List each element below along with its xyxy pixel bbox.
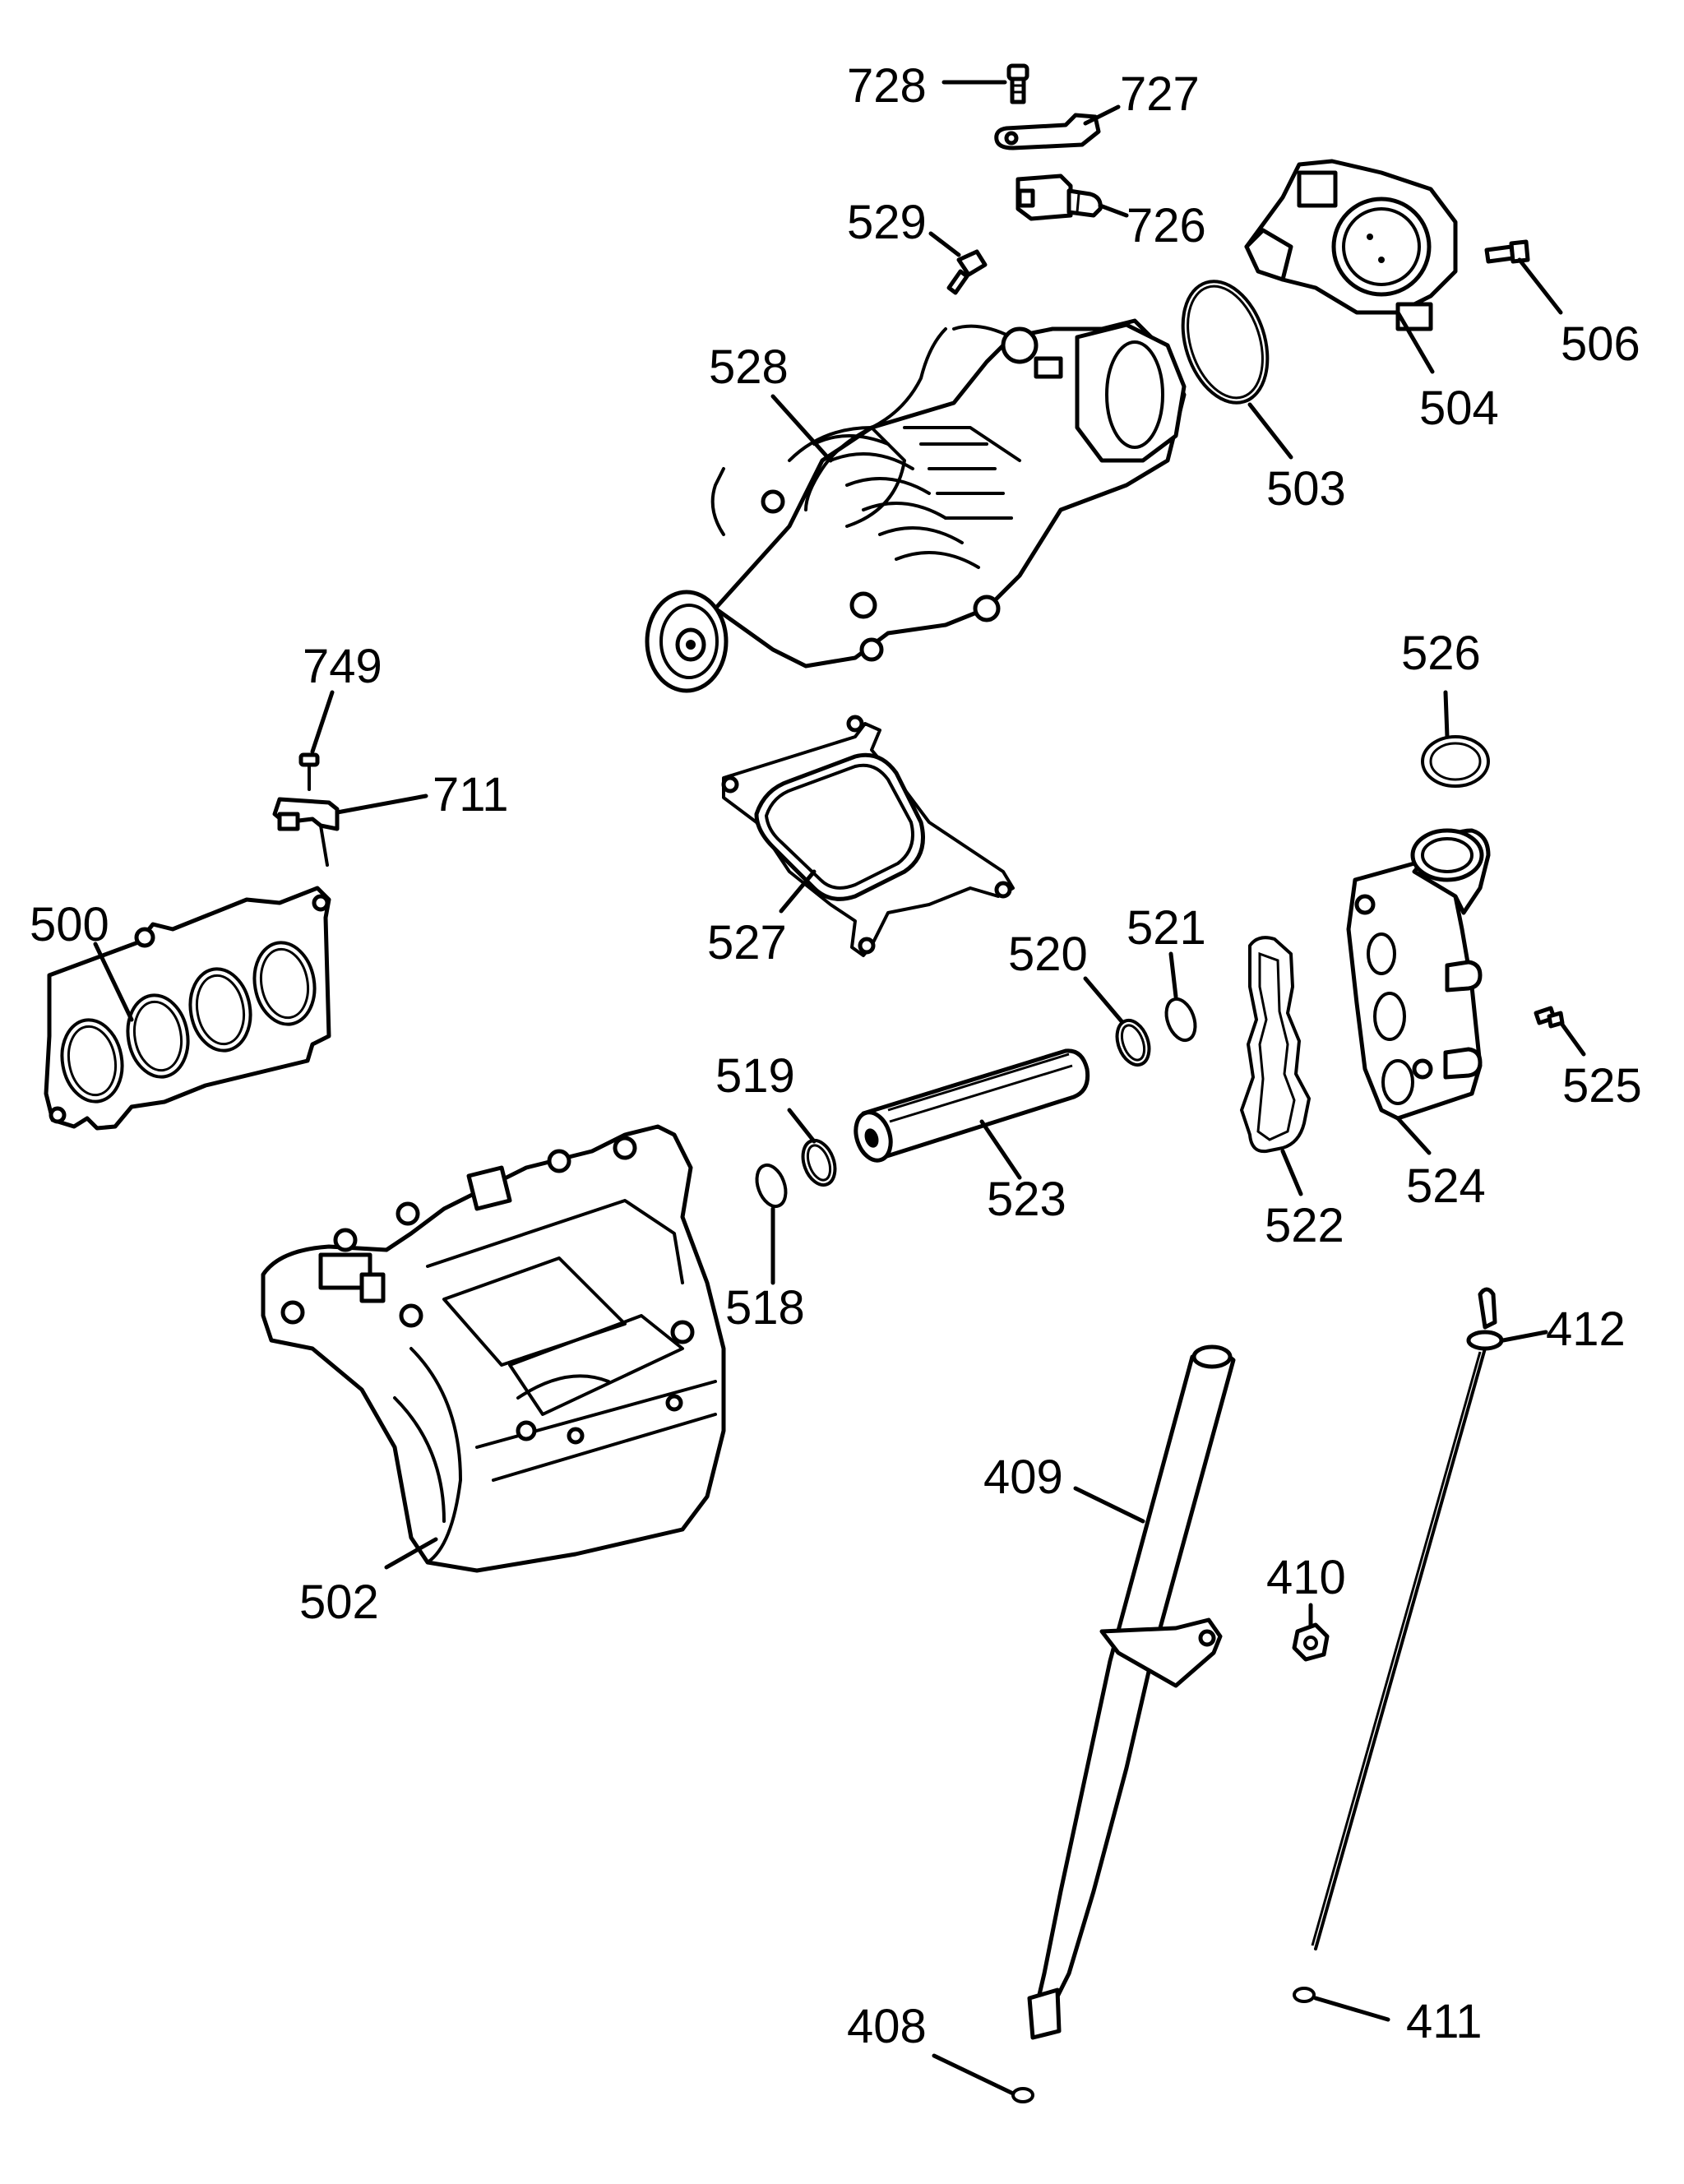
label-519: 519 [715, 1049, 795, 1103]
part-523-tube [854, 1048, 1090, 1163]
part-727-bracket [994, 113, 1101, 150]
leader-522 [1280, 1149, 1303, 1196]
label-711: 711 [433, 768, 508, 821]
part-519-o-ring [801, 1138, 837, 1187]
leader-528 [770, 394, 833, 463]
part-409-dipstick-tube [1027, 1344, 1236, 2040]
label-726: 726 [1127, 199, 1206, 252]
leader-526 [1443, 690, 1450, 739]
part-503-gasket [1181, 280, 1270, 405]
label-411: 411 [1406, 1995, 1482, 2048]
part-526-o-ring [1421, 735, 1490, 788]
part-504-throttle-body [1244, 159, 1458, 331]
label-504: 504 [1419, 382, 1499, 435]
leader-726 [1098, 203, 1129, 218]
part-749-screw [298, 752, 320, 791]
leader-506 [1517, 257, 1563, 315]
leader-523 [979, 1119, 1022, 1180]
label-529: 529 [847, 196, 927, 249]
leader-411 [1313, 1996, 1390, 2022]
leader-408 [932, 2053, 1015, 2096]
part-527-gasket [721, 715, 1015, 957]
label-409: 409 [983, 1451, 1063, 1504]
leader-519 [787, 1108, 817, 1144]
part-711-sensor [272, 797, 340, 867]
part-411-o-ring [1293, 1987, 1316, 2003]
part-521-o-ring [1164, 997, 1197, 1043]
label-727: 727 [1120, 67, 1200, 121]
label-502: 502 [299, 1576, 379, 1629]
part-726-sensor [1015, 174, 1103, 221]
part-412-dipstick [1311, 1287, 1504, 1950]
label-524: 524 [1406, 1159, 1486, 1213]
leader-504 [1395, 310, 1435, 374]
leader-502 [384, 1537, 438, 1570]
label-749: 749 [303, 640, 382, 693]
leader-727 [1083, 104, 1121, 126]
label-408: 408 [847, 2000, 927, 2053]
part-728-bolt [1006, 63, 1029, 104]
label-526: 526 [1401, 627, 1481, 680]
label-525: 525 [1562, 1059, 1642, 1113]
part-524-housing [1346, 828, 1491, 1121]
leader-503 [1247, 402, 1293, 460]
label-503: 503 [1266, 462, 1346, 516]
label-500: 500 [30, 898, 109, 951]
label-521: 521 [1127, 901, 1206, 955]
part-408-o-ring [1011, 2087, 1034, 2103]
label-412: 412 [1546, 1303, 1626, 1356]
part-525-bolt [1534, 1006, 1565, 1029]
part-506-bolt [1484, 239, 1530, 264]
label-520: 520 [1008, 928, 1088, 981]
part-528-supercharger [645, 318, 1187, 693]
label-523: 523 [987, 1173, 1066, 1226]
leader-520 [1083, 976, 1124, 1024]
label-518: 518 [725, 1281, 805, 1335]
label-528: 528 [709, 340, 789, 394]
leader-527 [779, 869, 817, 914]
leader-749 [310, 690, 335, 754]
part-410-nut [1292, 1622, 1330, 1662]
part-529-bolt [946, 249, 988, 295]
leader-524 [1395, 1116, 1432, 1155]
label-506: 506 [1561, 317, 1640, 371]
leader-529 [928, 231, 961, 257]
part-518-o-ring [755, 1163, 788, 1209]
label-527: 527 [707, 916, 787, 969]
leader-409 [1073, 1486, 1145, 1524]
part-520-o-ring [1115, 1018, 1151, 1067]
label-522: 522 [1265, 1199, 1344, 1252]
leader-521 [1168, 951, 1178, 999]
label-410: 410 [1266, 1551, 1346, 1604]
leader-412 [1501, 1330, 1548, 1343]
leader-525 [1560, 1022, 1586, 1057]
label-728: 728 [847, 59, 927, 113]
part-500-gasket [44, 886, 331, 1131]
leader-711 [335, 794, 428, 815]
part-502-intake-manifold [261, 1124, 726, 1573]
part-522-gasket [1240, 936, 1311, 1154]
leader-500 [93, 942, 134, 1022]
